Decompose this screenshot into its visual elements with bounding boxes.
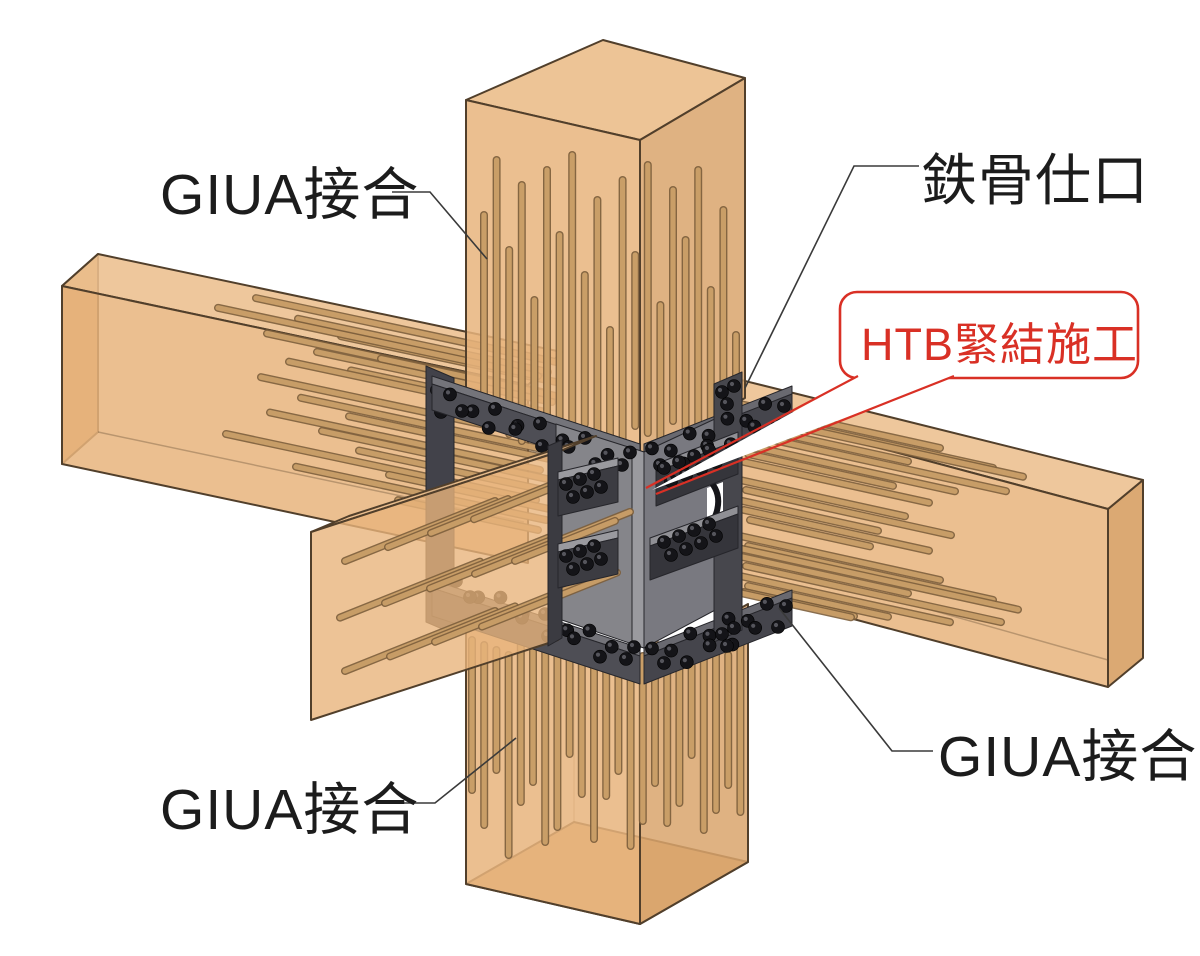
label-giua-bottom-left: GIUA接合 — [160, 778, 419, 842]
top-column-rods — [480, 151, 740, 449]
htb-callout-text: HTB緊結施工 — [861, 319, 1138, 370]
right-beam-rods — [732, 400, 1027, 627]
front-beam-rods — [336, 463, 634, 675]
htb-callout-box — [838, 290, 1140, 380]
label-giua-bottom-right: GIUA接合 — [938, 725, 1197, 789]
scene-3d — [61, 39, 1144, 925]
leader-giua-bottom-right — [778, 607, 933, 752]
label-tekkotsu-shiguchi: 鉄骨仕口 — [921, 149, 1149, 212]
steel-joint-front-plates — [547, 439, 619, 647]
htb-callout-tail-line-a — [645, 375, 859, 489]
leader-giua-top-left — [392, 191, 488, 260]
label-giua-top-left: GIUA接合 — [160, 163, 419, 227]
annotations: HTB緊結施工 GIUA接合 鉄骨仕口 GIUA接合 GIUA接合 — [160, 149, 1197, 842]
htb-callout: HTB緊結施工 — [645, 290, 1140, 496]
leader-tekkotsu-shiguchi — [744, 165, 919, 389]
htb-callout-tail-line-b — [655, 374, 955, 496]
bottom-column-rods — [468, 636, 745, 859]
leader-giua-bottom-left — [391, 737, 517, 804]
